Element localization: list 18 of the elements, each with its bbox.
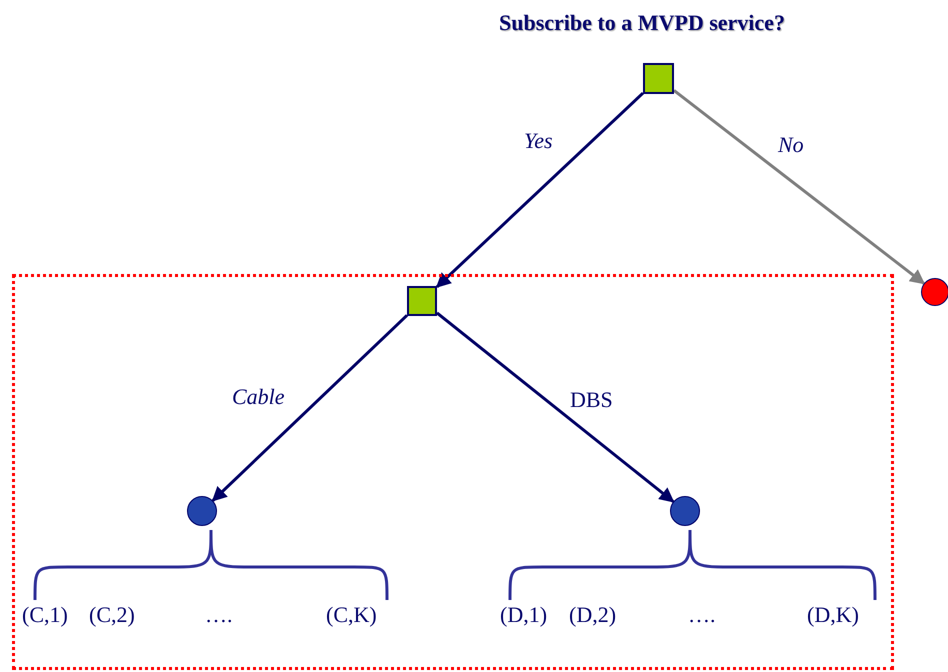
outcome-label: …. [688,604,716,626]
outcome-label: …. [205,604,232,626]
outcome-label: (D,1) [500,604,548,626]
chance-node-circle [187,496,217,526]
outcome-label: (C,2) [89,604,135,626]
decision-node-square [643,63,674,94]
outcome-label: (C,1) [22,604,68,626]
decision-node-square [407,286,437,316]
outcome-label: (D,2) [569,604,616,626]
outcome-label: (C,K) [326,604,377,626]
outcome-label: (D,K) [807,604,859,626]
chance-node-circle [670,496,700,526]
arrow [436,312,674,503]
arrow [212,314,408,502]
arrow [673,89,926,285]
title: Subscribe to a MVPD service? [499,12,785,34]
chance-node-circle [921,278,948,306]
arrow [436,92,644,288]
